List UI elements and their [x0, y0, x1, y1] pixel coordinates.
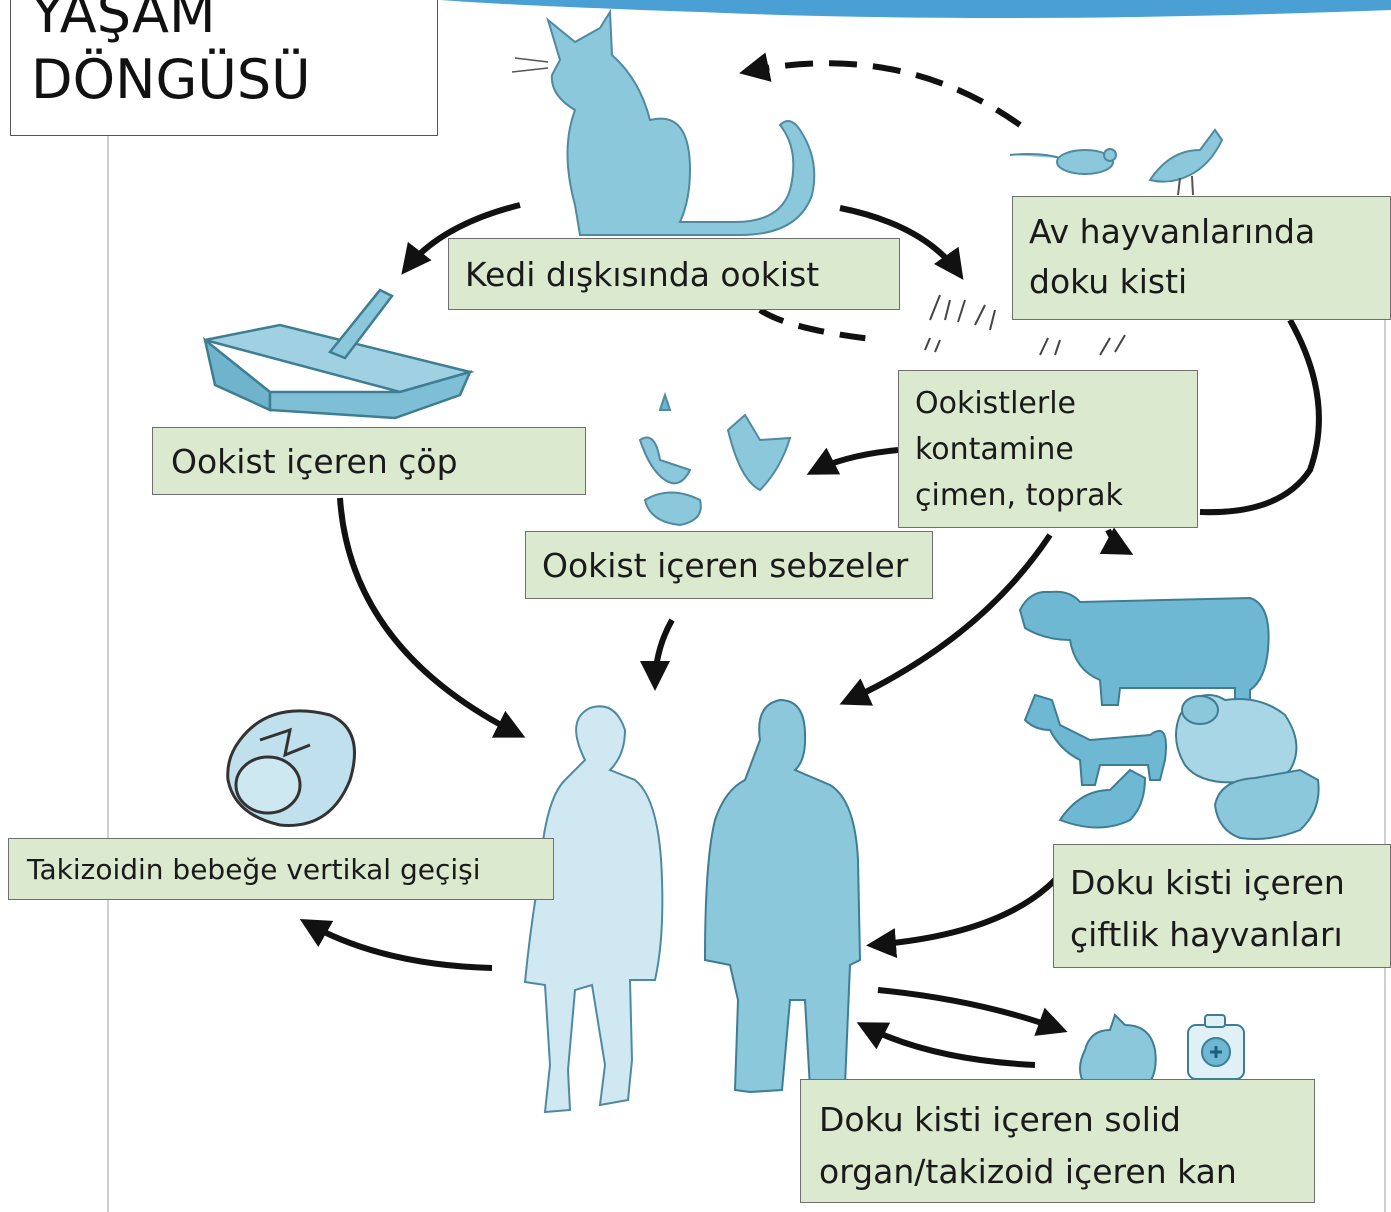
arrow-humans-to-organ	[878, 990, 1062, 1030]
arrow-grass-to-vegetables	[812, 450, 898, 472]
arrow-litter-to-humans	[340, 498, 520, 735]
title-line-1: YAŞAM	[31, 0, 437, 47]
arrow-woman-to-fetus	[305, 922, 492, 968]
label-vegetables: Ookist içeren sebzeler	[525, 531, 933, 599]
arrow-vegetables-to-humans	[655, 620, 672, 685]
label-farm-animals-line-2: çiftlik hayvanları	[1070, 909, 1390, 961]
label-contaminated-line-2: kontamine	[915, 427, 1197, 473]
man-icon	[705, 700, 860, 1092]
label-solid-organ-line-1: Doku kisti içeren solid	[819, 1094, 1314, 1146]
arrow-farm-to-humans	[872, 880, 1055, 945]
arrow-organ-to-humans	[862, 1025, 1035, 1065]
arrow-dashed-grass	[760, 310, 880, 340]
arrow-grass-to-farm	[1108, 530, 1128, 552]
woman-icon	[525, 706, 662, 1112]
goat-icon	[1025, 695, 1166, 785]
arrow-prey-to-cat	[745, 63, 1020, 125]
label-farm-animals-line-1: Doku kisti içeren	[1070, 857, 1390, 909]
label-prey-line-2: doku kisti	[1029, 257, 1390, 307]
cat-icon	[512, 12, 814, 235]
chicken-icon	[1060, 770, 1145, 828]
label-litter-text: Ookist içeren çöp	[171, 442, 585, 481]
label-vertical-transmission-text: Takizoidin bebeğe vertikal geçişi	[27, 853, 553, 886]
label-cat-feces: Kedi dışkısında ookist	[448, 238, 900, 310]
fetus-icon	[228, 711, 355, 826]
cow-icon	[1020, 592, 1269, 705]
label-contaminated-line-1: Ookistlerle	[915, 381, 1197, 427]
label-cat-feces-text: Kedi dışkısında ookist	[465, 255, 899, 294]
label-contaminated-line-3: çimen, toprak	[915, 473, 1197, 519]
label-prey-line-1: Av hayvanlarında	[1029, 207, 1390, 257]
label-prey: Av hayvanlarında doku kisti	[1012, 196, 1391, 320]
title-box: YAŞAM DÖNGÜSÜ	[10, 0, 438, 136]
label-contaminated: Ookistlerle kontamine çimen, toprak	[898, 370, 1198, 528]
sheep-icon	[1176, 695, 1296, 783]
arrow-prey-loop	[1200, 320, 1319, 512]
label-vertical-transmission: Takizoidin bebeğe vertikal geçişi	[8, 838, 554, 900]
mouse-icon	[1010, 149, 1116, 174]
label-litter: Ookist içeren çöp	[152, 427, 586, 495]
label-vegetables-text: Ookist içeren sebzeler	[542, 546, 932, 585]
label-farm-animals: Doku kisti içeren çiftlik hayvanları	[1053, 844, 1391, 968]
title-line-2: DÖNGÜSÜ	[31, 47, 437, 113]
label-solid-organ-line-2: organ/takizoid içeren kan	[819, 1146, 1314, 1198]
litter-box-icon	[205, 290, 470, 418]
blood-bag-icon	[1188, 1015, 1244, 1079]
label-solid-organ: Doku kisti içeren solid organ/takizoid i…	[800, 1079, 1315, 1203]
bird-icon	[1150, 130, 1222, 195]
vegetables-icon	[640, 395, 790, 525]
header-ribbon	[440, 0, 1391, 18]
